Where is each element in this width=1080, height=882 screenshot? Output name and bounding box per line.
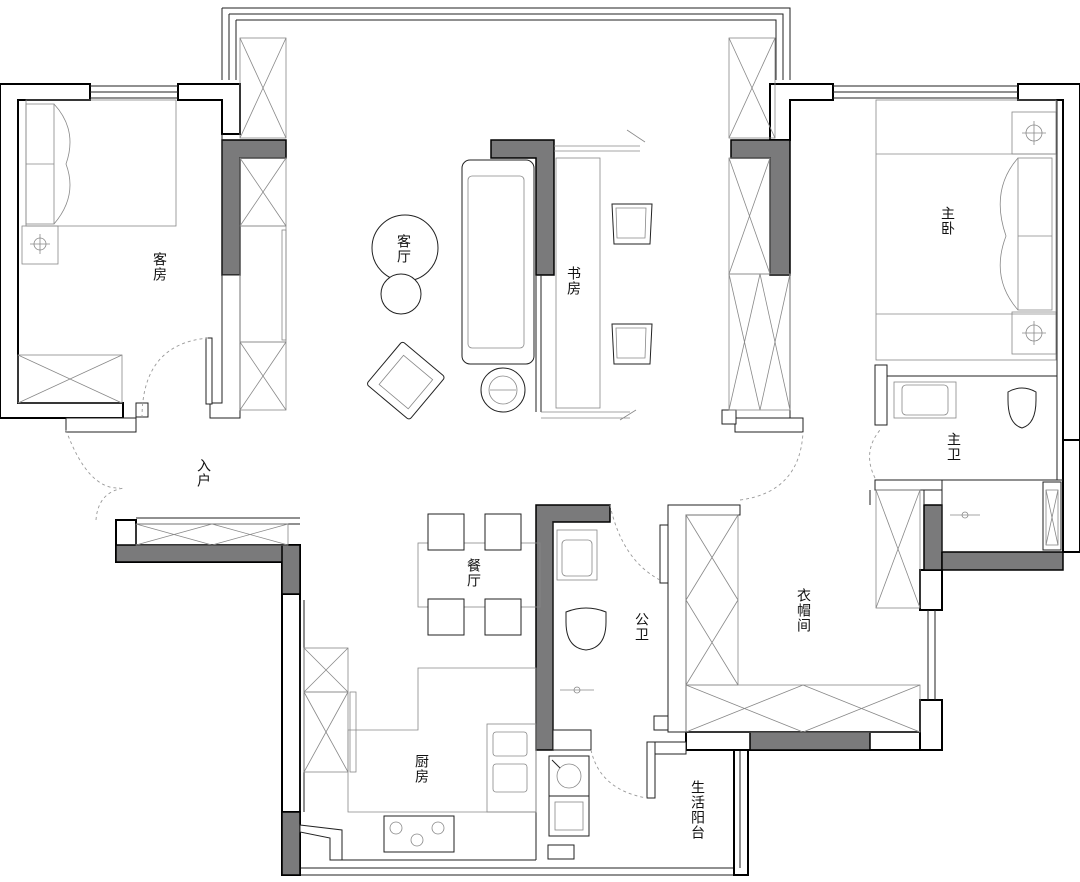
room-label-public-bath: 公卫	[633, 612, 649, 642]
room-label-study: 书房	[565, 266, 581, 296]
door-swings	[65, 337, 881, 799]
furniture	[21, 99, 1057, 853]
room-label-dining: 餐厅	[465, 558, 481, 588]
room-label-living-room: 客厅	[395, 234, 411, 264]
room-label-cloakroom: 衣帽间	[795, 588, 811, 633]
room-label-guest-room: 客房	[151, 252, 167, 282]
room-label-kitchen: 厨房	[413, 754, 429, 784]
cabinets	[17, 37, 1059, 773]
room-label-master-bedroom: 主卧	[939, 206, 955, 236]
room-label-entrance: 入户	[195, 458, 211, 488]
room-label-utility-balcony: 生活阳台	[689, 780, 705, 840]
room-label-master-bath: 主卫	[945, 432, 961, 462]
interior-walls	[65, 134, 1063, 861]
